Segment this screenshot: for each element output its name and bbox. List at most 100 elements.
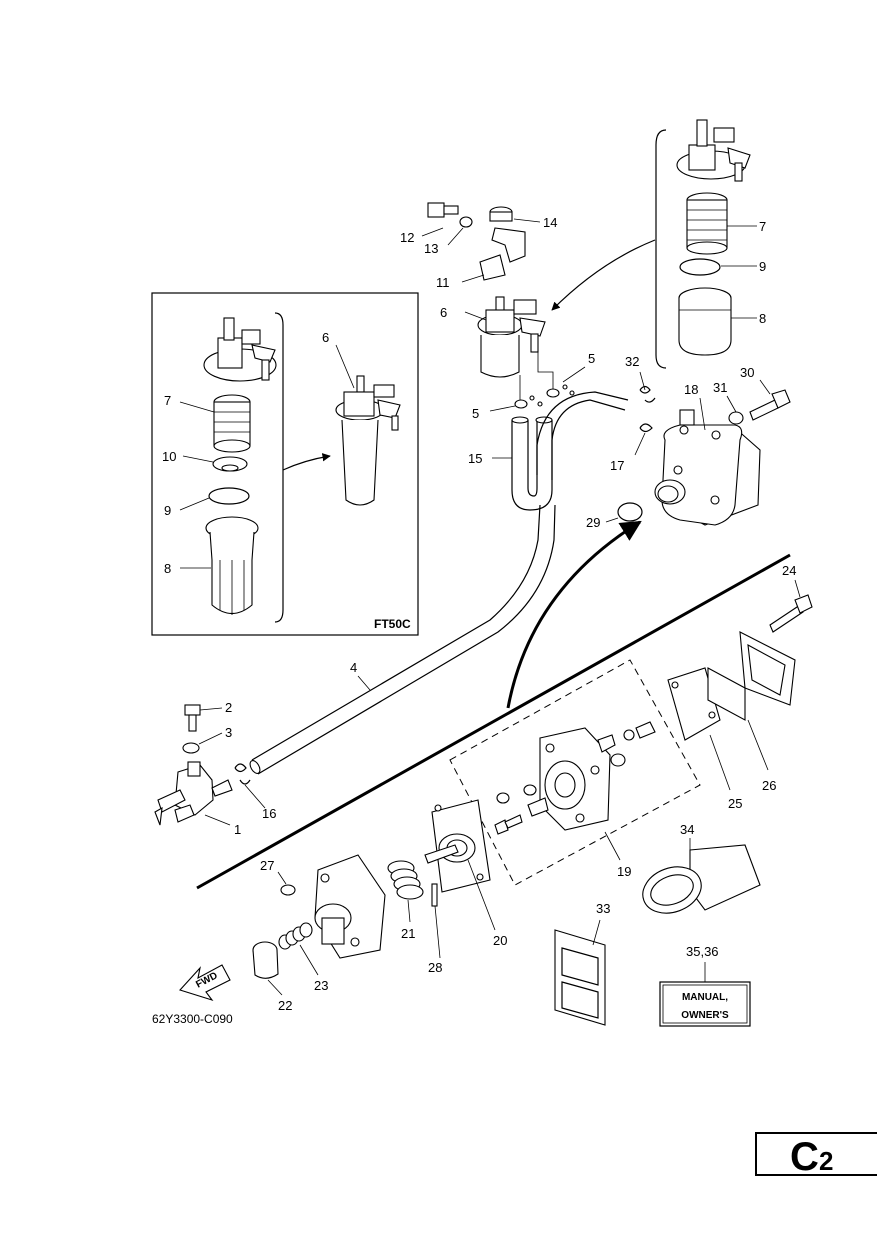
pump-body-kit (539, 727, 611, 831)
page-badge: C 2 (755, 1132, 877, 1179)
pump-cover-34 (642, 844, 761, 914)
manual-line-1: MANUAL, (682, 992, 728, 1003)
inset-filter-head (203, 317, 277, 382)
callout-8-inset: 8 (164, 561, 171, 576)
pin-28 (431, 883, 438, 907)
inset-o-ring-9 (208, 487, 250, 505)
callout-2: 2 (225, 700, 232, 715)
washer-3 (182, 742, 200, 754)
bolt-2 (184, 704, 201, 732)
fuel-joint-1 (154, 761, 233, 826)
fwd-arrow: FWD (179, 964, 231, 1002)
filter-bowl-upper (678, 287, 732, 356)
callout-6-inset: 6 (322, 330, 329, 345)
callout-16: 16 (262, 806, 276, 821)
callout-19: 19 (617, 864, 631, 879)
inset-filter-element (213, 394, 251, 453)
nut-14 (489, 206, 513, 222)
callout-32: 32 (625, 354, 639, 369)
clip-17 (639, 423, 653, 433)
bracket-right (655, 129, 667, 369)
inset-nut-10 (212, 456, 248, 472)
nut-27 (280, 884, 296, 896)
callout-6-main: 6 (440, 305, 447, 320)
fuel-filter-6 (477, 296, 546, 378)
warning-label-33 (554, 929, 606, 1026)
callout-9-inset: 9 (164, 503, 171, 518)
inset-box-ft50c (151, 292, 419, 636)
callout-31: 31 (713, 380, 727, 395)
inset-bowl-8 (205, 516, 259, 615)
bracket-11-base (479, 254, 506, 281)
inset-fuel-filter-6 (335, 375, 401, 506)
callout-23: 23 (314, 978, 328, 993)
callout-13: 13 (424, 241, 438, 256)
plunger-22 (252, 941, 279, 979)
bolt-12 (427, 202, 459, 218)
page-badge-number: 2 (819, 1146, 833, 1176)
callout-26: 26 (762, 778, 776, 793)
assembly-arrow-filter (551, 239, 656, 311)
callout-24: 24 (782, 563, 796, 578)
callout-5-top: 5 (588, 351, 595, 366)
diaphragm-20 (424, 799, 491, 893)
callout-22: 22 (278, 998, 292, 1013)
washer-13 (459, 216, 473, 228)
filter-parts-bracket-group: 7 9 8 (655, 119, 766, 369)
bracket-11 (491, 227, 526, 263)
spring-21 (387, 860, 424, 900)
clip-5-b (546, 384, 575, 398)
callout-17: 17 (610, 458, 624, 473)
callout-12: 12 (400, 230, 414, 245)
pump-mount-arrow (506, 520, 642, 709)
callout-21: 21 (401, 926, 415, 941)
callout-27: 27 (260, 858, 274, 873)
callout-29: 29 (586, 515, 600, 530)
filter-element-upper (686, 192, 728, 255)
callout-1: 1 (234, 822, 241, 837)
callout-10: 10 (162, 449, 176, 464)
hose-4 (249, 504, 556, 775)
mount-plate-26 (707, 631, 796, 721)
inset-assembly-arrow (282, 453, 331, 471)
callout-5-bottom: 5 (472, 406, 479, 421)
diagram-code: 62Y3300-C090 (152, 1012, 233, 1026)
bolt-24 (769, 594, 813, 633)
callout-7-inset: 7 (164, 393, 171, 408)
bracket-left (274, 312, 284, 623)
o-ring-upper (679, 258, 721, 276)
callout-25: 25 (728, 796, 742, 811)
callout-8-upper: 8 (759, 311, 766, 326)
callout-9-upper: 9 (759, 259, 766, 274)
crankcase-line (196, 553, 791, 890)
callout-14: 14 (543, 215, 557, 230)
gasket-25 (667, 667, 721, 741)
callout-33: 33 (596, 901, 610, 916)
spring-23 (278, 922, 313, 950)
callout-15: 15 (468, 451, 482, 466)
bracket-assembly: 12 13 14 11 (400, 202, 557, 290)
hose-15 (511, 391, 629, 511)
kit-19-outline (449, 659, 701, 886)
washer-31 (728, 411, 744, 425)
clip-16 (234, 763, 251, 785)
filter-head-upper (676, 119, 751, 182)
clip-32 (639, 385, 656, 403)
callout-20: 20 (493, 933, 507, 948)
callout-3: 3 (225, 725, 232, 740)
check-valve-parts (494, 721, 656, 835)
bolt-30 (749, 389, 791, 421)
callout-28: 28 (428, 960, 442, 975)
callout-35-36: 35,36 (686, 944, 719, 959)
owners-manual-box: MANUAL, OWNER'S (659, 981, 751, 1027)
callout-18: 18 (684, 382, 698, 397)
callout-30: 30 (740, 365, 754, 380)
clip-5-a (514, 395, 543, 409)
fuel-line-guide-b (537, 352, 554, 395)
callout-34: 34 (680, 822, 694, 837)
callout-7-upper: 7 (759, 219, 766, 234)
callout-4: 4 (350, 660, 357, 675)
pump-cover (314, 854, 386, 959)
inset-model-label: FT50C (374, 617, 411, 631)
